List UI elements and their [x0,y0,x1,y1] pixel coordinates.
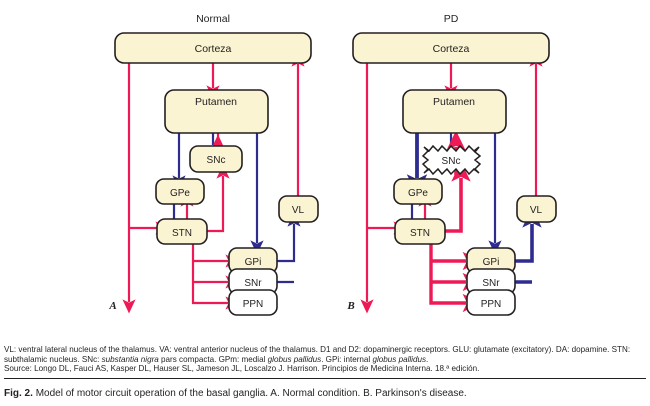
node-label: SNc [207,155,226,166]
node-putamen-normal[interactable]: Putamen [164,89,269,134]
node-vl-pd[interactable]: VL [516,195,557,223]
connectors-pd [360,52,543,314]
edge-gpi-vl [515,207,542,263]
node-vl-normal[interactable]: VL [278,195,319,223]
node-gpi-normal[interactable]: GPi [228,247,278,274]
edge-stn-ppn [191,240,240,310]
legend-text-3: . GPi: internal [321,354,373,364]
node-snc-pd[interactable]: SNc [421,144,482,176]
figure-caption: Fig. 2. Model of motor circuit operation… [4,388,648,399]
panel-title-pd: PD [444,13,459,25]
panel-pd: PD [346,13,557,316]
node-cortex-pd[interactable]: Corteza [352,32,550,64]
node-label: SNr [244,278,262,289]
panel-mark-a: A [108,300,116,312]
legend-italic-2: globus pallidus [267,354,322,364]
panel-title-normal: Normal [196,13,230,25]
legend-text-2: pars compacta. GPm: medial [158,354,268,364]
edge-stn-snc [207,164,230,233]
legend-source: Source: Longo DL, Fauci AS, Kasper DL, H… [4,364,480,374]
node-label: Corteza [195,43,232,55]
legend-italic-3: globus pallidus [372,354,427,364]
node-ppn-pd[interactable]: PPN [466,289,516,316]
nodes-normal: Corteza Putamen SNc GPe [114,32,319,316]
edge-stn-ppn [429,240,482,313]
node-putamen-pd[interactable]: Putamen [402,89,507,134]
node-label: VL [530,205,543,216]
caption-divider [4,378,646,379]
panel-normal: Normal [108,13,319,316]
edge-stn-snc [445,161,471,233]
node-label: SNr [482,278,500,289]
node-label: VL [292,205,305,216]
node-label: SNc [442,156,461,167]
node-label: PPN [243,299,264,310]
panel-mark-b: B [346,300,354,312]
caption-label: Fig. 2. [4,388,33,399]
node-label: Putamen [195,96,237,108]
node-gpe-pd[interactable]: GPe [393,178,443,205]
edge-gpi-vl [277,212,301,263]
legend-text-4: . [426,354,429,364]
node-stn-normal[interactable]: STN [156,218,208,245]
node-label: Corteza [433,43,470,55]
node-label: GPe [408,188,428,199]
node-snc-normal[interactable]: SNc [189,145,243,173]
node-stn-pd[interactable]: STN [394,218,446,245]
node-label: GPi [483,257,500,268]
node-label: GPe [170,188,190,199]
node-label: STN [172,228,192,239]
nodes-pd: Corteza Putamen SNc GPe [352,32,557,316]
node-cortex-normal[interactable]: Corteza [114,32,312,64]
node-ppn-normal[interactable]: PPN [228,289,278,316]
node-label: GPi [245,257,262,268]
node-label: STN [410,228,430,239]
legend-text-1: VL: ventral lateral nucleus of the thala… [4,345,631,364]
figure-legend: VL: ventral lateral nucleus of the thala… [4,345,648,374]
node-label: PPN [481,299,502,310]
legend-italic-1: substantia nigra [101,354,159,364]
node-gpe-normal[interactable]: GPe [155,178,205,205]
caption-text: Model of motor circuit operation of the … [35,388,467,399]
node-label: Putamen [433,96,475,108]
basal-ganglia-figure: Normal [108,13,557,316]
